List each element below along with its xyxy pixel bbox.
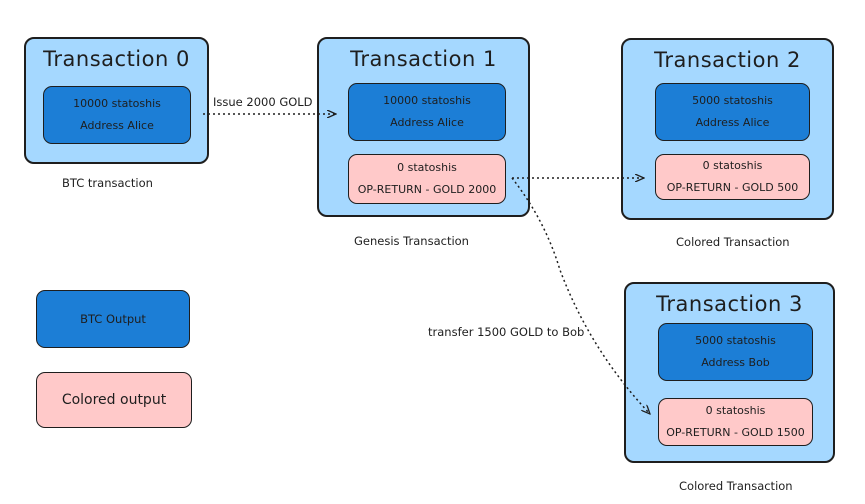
transaction-1-colored-amount: 0 statoshis: [397, 161, 457, 174]
transaction-3-btc-address: Address Bob: [701, 356, 770, 369]
transaction-1-btc-address: Address Alice: [390, 116, 464, 129]
transaction-2-colored-amount: 0 statoshis: [702, 159, 763, 172]
transaction-0-btc-output: 10000 statoshis Address Alice: [43, 86, 191, 144]
transaction-2-btc-amount: 5000 statoshis: [692, 94, 773, 107]
transaction-2-colored-output: 0 statoshis OP-RETURN - GOLD 500: [655, 154, 810, 200]
transaction-3-caption: Colored Transaction: [679, 479, 793, 493]
transaction-0-box: Transaction 0 10000 statoshis Address Al…: [24, 37, 209, 164]
legend-colored-output: Colored output: [36, 372, 192, 428]
transaction-3-colored-op-return: OP-RETURN - GOLD 1500: [666, 426, 805, 439]
transaction-0-caption: BTC transaction: [62, 176, 153, 190]
transaction-1-title: Transaction 1: [350, 47, 497, 71]
transaction-3-colored-amount: 0 statoshis: [705, 404, 766, 417]
transaction-1-btc-amount: 10000 statoshis: [383, 94, 471, 107]
transaction-2-colored-op-return: OP-RETURN - GOLD 500: [666, 181, 799, 194]
transaction-2-box: Transaction 2 5000 statoshis Address Ali…: [621, 38, 834, 220]
transaction-2-btc-output: 5000 statoshis Address Alice: [655, 83, 810, 141]
edge-label-transfer: transfer 1500 GOLD to Bob: [428, 325, 585, 339]
transaction-3-btc-output: 5000 statoshis Address Bob: [658, 323, 813, 381]
legend-btc-output-label: BTC Output: [80, 312, 146, 326]
legend-colored-output-label: Colored output: [61, 392, 167, 408]
transaction-3-btc-amount: 5000 statoshis: [695, 334, 776, 347]
transaction-2-caption: Colored Transaction: [676, 235, 790, 249]
transaction-1-box: Transaction 1 10000 statoshis Address Al…: [317, 37, 530, 217]
transaction-1-caption: Genesis Transaction: [354, 234, 469, 248]
transaction-2-title: Transaction 2: [654, 48, 801, 72]
transaction-0-title: Transaction 0: [43, 47, 190, 71]
legend-btc-output: BTC Output: [36, 290, 190, 348]
transaction-1-colored-output: 0 statoshis OP-RETURN - GOLD 2000: [348, 154, 506, 204]
edge-label-issue: Issue 2000 GOLD: [213, 95, 313, 109]
transaction-3-colored-output: 0 statoshis OP-RETURN - GOLD 1500: [658, 398, 813, 446]
transaction-2-btc-address: Address Alice: [695, 116, 770, 129]
transaction-3-title: Transaction 3: [656, 292, 803, 316]
transaction-3-box: Transaction 3 5000 statoshis Address Bob…: [624, 282, 835, 463]
transaction-1-colored-op-return: OP-RETURN - GOLD 2000: [357, 183, 497, 196]
transaction-0-btc-amount: 10000 statoshis: [73, 97, 161, 110]
transaction-1-btc-output: 10000 statoshis Address Alice: [348, 83, 506, 141]
transaction-0-btc-address: Address Alice: [80, 119, 154, 132]
